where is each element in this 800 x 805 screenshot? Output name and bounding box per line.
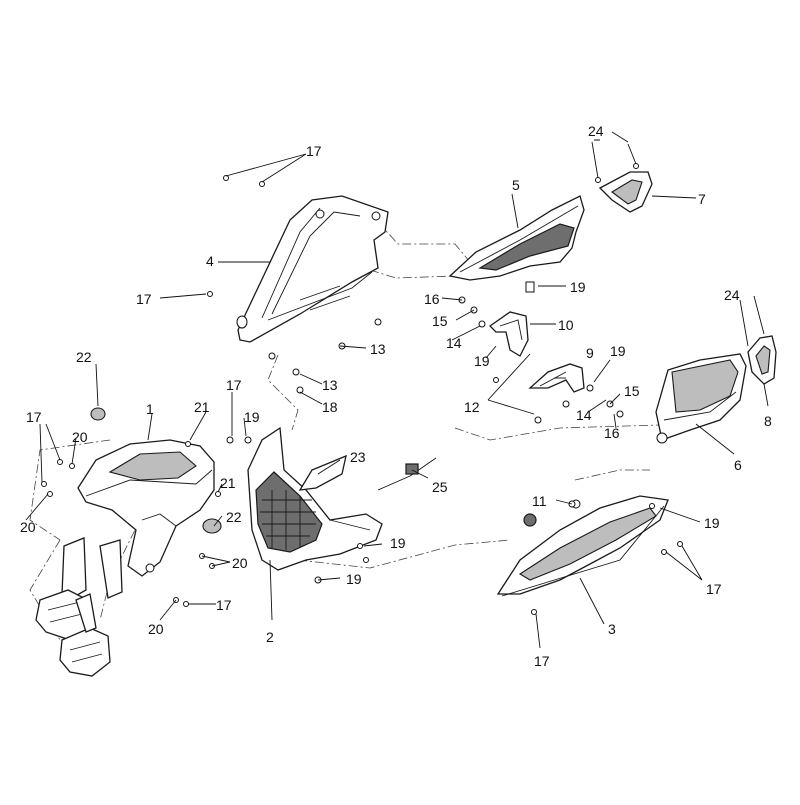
callout-20: 20 [232,555,248,571]
callout-25: 25 [432,479,448,495]
part-7-small-frame [591,141,653,213]
callout-14: 14 [576,407,592,423]
callout-20: 20 [148,621,164,637]
callout-20: 20 [72,429,88,445]
part-8-small-frame [739,295,777,385]
callout-18: 18 [322,399,338,415]
part-25-connector [377,457,437,491]
fork-legs [35,537,123,677]
callout-19: 19 [474,353,490,369]
callout-16: 16 [604,425,620,441]
callout-19: 19 [704,515,720,531]
part-10-bracket [488,311,529,357]
callout-19: 19 [244,409,260,425]
callout-16: 16 [424,291,440,307]
callout-5: 5 [512,177,520,193]
callout-15: 15 [432,313,448,329]
callout-3: 3 [608,621,616,637]
callout-23: 23 [350,449,366,465]
callout-4: 4 [206,253,214,269]
part-5-upper-right-trim [448,195,585,293]
callout-13: 13 [370,341,386,357]
part-3-lower-panel [496,495,669,597]
callout-24: 24 [724,287,740,303]
callout-21: 21 [194,399,210,415]
callout-19: 19 [390,535,406,551]
part-6-side-panel [655,353,747,444]
callout-10: 10 [558,317,574,333]
callout-17: 17 [226,377,242,393]
hardware [41,175,683,615]
callout-15: 15 [624,383,640,399]
callout-13: 13 [322,377,338,393]
callout-17: 17 [706,581,722,597]
callout-14: 14 [446,335,462,351]
callout-19: 19 [610,343,626,359]
callout-22: 22 [226,509,242,525]
callout-17: 17 [216,597,232,613]
callout-21: 21 [220,475,236,491]
callout-9: 9 [586,345,594,361]
part-4-upper-cover [236,195,389,343]
callout-numbers: 17 4 17 24 5 7 19 16 15 14 19 10 13 13 1… [20,123,772,669]
callout-17: 17 [306,143,322,159]
callout-19: 19 [346,571,362,587]
part-1-front-fender [77,439,215,577]
callout-24: 24 [588,123,604,139]
callout-19: 19 [570,279,586,295]
part-23-panel [298,454,347,491]
part-2-front-grille [247,426,383,571]
callout-1: 1 [146,401,154,417]
callout-17: 17 [136,291,152,307]
leader-lines [25,131,769,649]
callout-22: 22 [76,349,92,365]
callout-12: 12 [464,399,480,415]
callout-8: 8 [764,413,772,429]
callout-6: 6 [734,457,742,473]
callout-17: 17 [534,653,550,669]
callout-11: 11 [532,493,547,509]
callout-20: 20 [20,519,36,535]
callout-2: 2 [266,629,274,645]
callout-7: 7 [698,191,706,207]
callout-17: 17 [26,409,42,425]
